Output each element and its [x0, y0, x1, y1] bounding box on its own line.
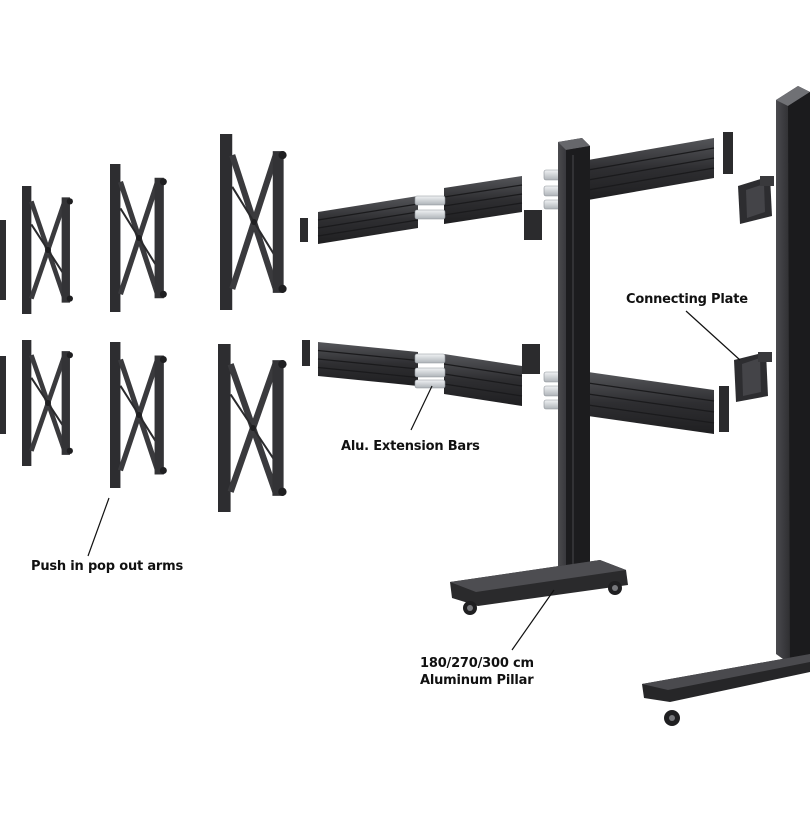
- label-connecting-plate: Connecting Plate: [626, 292, 748, 307]
- pop-out-arm-mount: [218, 344, 287, 512]
- label-push-in-pop-out-arms: Push in pop out arms: [31, 559, 184, 574]
- pop-out-arm-mount: [0, 220, 6, 300]
- pop-out-arm-mount: [0, 356, 6, 434]
- extension-bars: [317, 138, 715, 434]
- leader-lines: [87, 310, 741, 651]
- front-pillar-base: [450, 560, 628, 615]
- extension-bar: [443, 176, 523, 224]
- pop-out-arm-mount: [110, 342, 167, 488]
- silver-connector: [414, 353, 446, 364]
- silver-connector: [414, 209, 446, 220]
- silver-connector: [414, 195, 446, 206]
- leader-pillar: [511, 589, 555, 651]
- rear-pillar: [776, 86, 810, 664]
- rear-pillar-base: [642, 654, 810, 726]
- leader-connecting-plate: [685, 310, 741, 361]
- extension-bar: [587, 138, 715, 200]
- bar-end-caps: [300, 132, 733, 432]
- extension-bar: [587, 372, 715, 434]
- label-pillar-name: Aluminum Pillar: [420, 673, 534, 688]
- extension-bar: [317, 342, 419, 386]
- label-aluminum-pillar: 180/270/300 cm Aluminum Pillar: [420, 655, 534, 689]
- connecting-plate-upper: [738, 176, 774, 224]
- connecting-plate-lower: [734, 352, 772, 402]
- pop-out-arm-mount: [22, 186, 73, 314]
- pop-out-arm-mount: [110, 164, 167, 312]
- leader-push-arms: [87, 497, 110, 557]
- leader-extension-bars: [410, 385, 433, 431]
- pop-out-arm-mount: [220, 134, 287, 310]
- silver-connector: [414, 379, 446, 389]
- silver-connector: [414, 367, 446, 378]
- label-alu-extension-bars: Alu. Extension Bars: [341, 439, 480, 454]
- extension-bar: [317, 196, 419, 244]
- front-pillar: [558, 138, 590, 574]
- extension-bar: [443, 354, 523, 406]
- pop-out-arm-mounts: [0, 134, 287, 512]
- label-pillar-sizes: 180/270/300 cm: [420, 656, 534, 671]
- pop-out-arm-mount: [22, 340, 73, 466]
